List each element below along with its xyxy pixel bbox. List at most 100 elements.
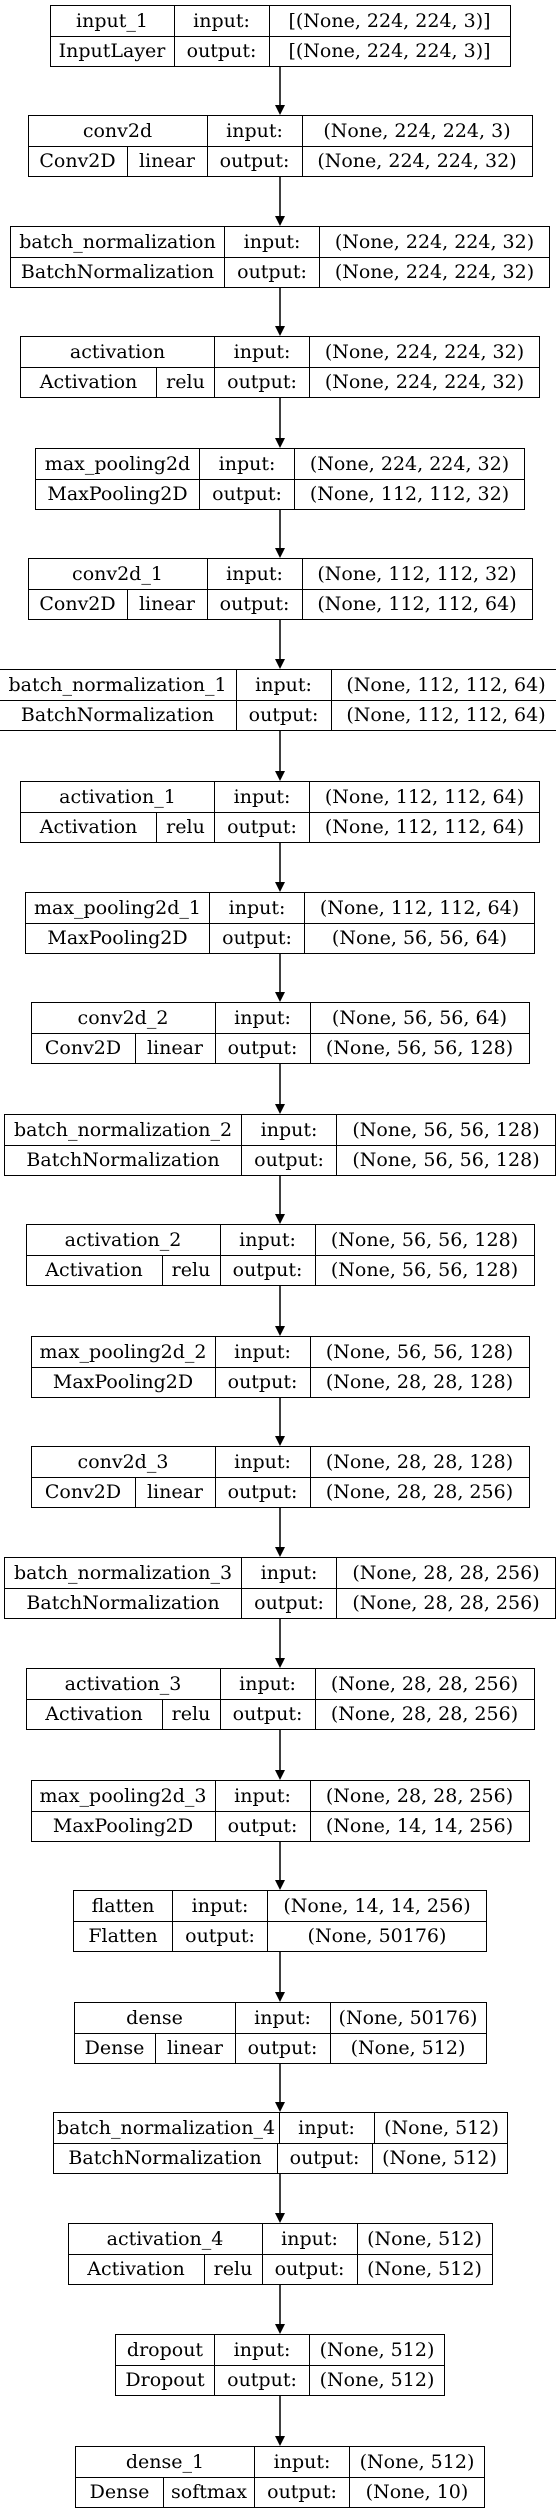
output-label: output: bbox=[214, 2365, 309, 2395]
output-label: output: bbox=[214, 367, 309, 397]
output-label: output: bbox=[206, 589, 302, 619]
layer-class: MaxPooling2D bbox=[47, 483, 188, 506]
layer-name: conv2d bbox=[82, 119, 153, 142]
layer-class: Flatten bbox=[88, 1925, 158, 1948]
arrowhead bbox=[275, 1104, 285, 1114]
input-shape: (None, 28, 28, 128) bbox=[309, 1447, 529, 1477]
input-label: input: bbox=[209, 893, 304, 923]
layer-activation: relu bbox=[161, 1699, 220, 1729]
layer-activation: linear bbox=[154, 2033, 235, 2063]
input-shape: (None, 224, 224, 32) bbox=[319, 227, 549, 257]
output-label: output: bbox=[214, 1367, 310, 1397]
output-label: output: bbox=[235, 700, 331, 730]
layer-class: Conv2D bbox=[39, 150, 116, 173]
output-shape: (None, 56, 56, 128) bbox=[336, 1145, 555, 1175]
layer-node[interactable]: batch_normalization_2 input:(None, 56, 56… bbox=[4, 1114, 556, 1176]
layer-name: conv2d_2 bbox=[77, 1006, 169, 1029]
layer-name: batch_normalization_2 bbox=[13, 1118, 233, 1141]
arrowhead bbox=[275, 105, 285, 115]
layer-class: BatchNormalization bbox=[26, 1592, 220, 1615]
arrowhead bbox=[275, 659, 285, 669]
layer-name: activation_1 bbox=[59, 785, 176, 808]
arrowhead bbox=[275, 1326, 285, 1336]
input-shape: (None, 512) bbox=[309, 2335, 444, 2365]
layer-name: max_pooling2d_3 bbox=[39, 1784, 207, 1807]
layer-class: Conv2D bbox=[44, 1481, 122, 1504]
output-label: output: bbox=[254, 2477, 349, 2507]
input-label: input: bbox=[206, 559, 302, 589]
input-shape: (None, 28, 28, 256) bbox=[314, 1669, 534, 1699]
layer-name: activation_2 bbox=[64, 1228, 182, 1251]
output-label: output: bbox=[241, 1588, 336, 1618]
input-label: input: bbox=[214, 1337, 310, 1367]
layer-name: batch_normalization_4 bbox=[56, 2116, 276, 2139]
layer-name: batch_normalization_3 bbox=[13, 1561, 233, 1584]
layer-activation: linear bbox=[134, 1033, 215, 1063]
input-shape: (None, 224, 224, 32) bbox=[309, 337, 539, 367]
output-shape: (None, 512) bbox=[371, 2143, 507, 2173]
arrowhead bbox=[275, 326, 285, 336]
output-label: output: bbox=[214, 1033, 310, 1063]
input-label: input: bbox=[241, 1115, 336, 1145]
input-label: input: bbox=[254, 2447, 349, 2477]
input-label: input: bbox=[219, 1669, 315, 1699]
input-label: input: bbox=[172, 1891, 267, 1921]
layer-name: max_pooling2d_2 bbox=[39, 1340, 207, 1363]
output-label: output: bbox=[219, 1699, 315, 1729]
output-shape: (None, 512) bbox=[309, 2365, 444, 2395]
input-label: input: bbox=[235, 670, 331, 700]
layer-activation: softmax bbox=[163, 2477, 254, 2507]
input-label: input: bbox=[206, 116, 302, 146]
input-label: input: bbox=[241, 1558, 336, 1588]
layer-class: Activation bbox=[45, 1703, 143, 1726]
arrowhead bbox=[275, 771, 285, 781]
input-label: input: bbox=[278, 2113, 374, 2143]
layer-class: Conv2D bbox=[44, 1037, 122, 1060]
output-label: output: bbox=[214, 1477, 310, 1507]
layer-name: dropout bbox=[126, 2338, 204, 2361]
input-shape: [(None, 224, 224, 3)] bbox=[268, 6, 510, 36]
output-shape: (None, 56, 56, 128) bbox=[314, 1255, 534, 1285]
output-shape: (None, 28, 28, 128) bbox=[309, 1367, 529, 1397]
output-label: output: bbox=[214, 1811, 310, 1841]
